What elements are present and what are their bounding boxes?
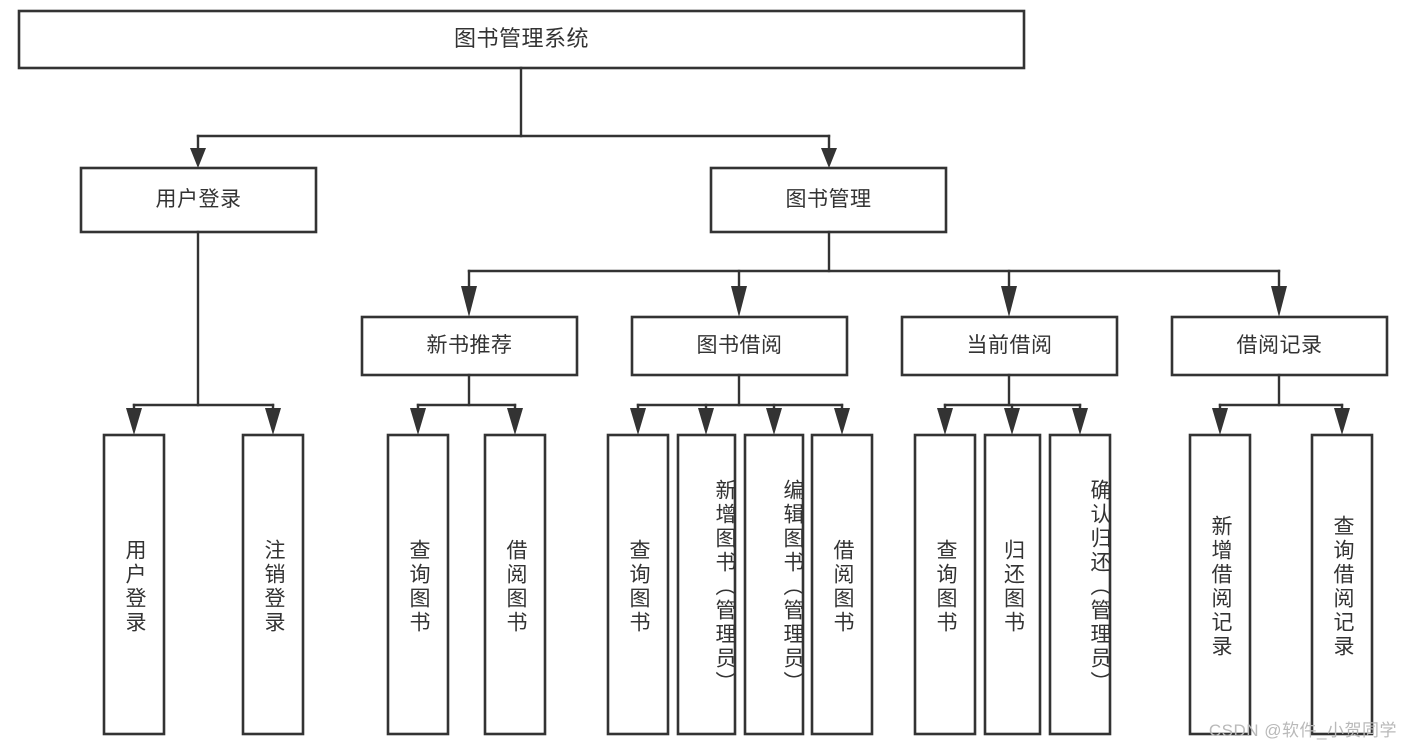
arrowhead-leaf-user-login	[126, 408, 142, 435]
arrowhead-leaf-query-book-3	[937, 408, 953, 435]
node-box-new-book-recommend[interactable]	[360, 315, 579, 377]
node-box-leaf-confirm-return[interactable]	[1048, 433, 1112, 736]
arrowhead-leaf-query-borrow-record	[1334, 408, 1350, 435]
node-box-root[interactable]	[17, 9, 1026, 70]
arrowhead-leaf-add-book	[698, 408, 714, 435]
arrowhead-leaf-query-book-2	[630, 408, 646, 435]
arrowhead-book-management	[821, 148, 837, 168]
arrowhead-leaf-edit-book	[766, 408, 782, 435]
node-box-leaf-query-borrow-record[interactable]	[1310, 433, 1374, 736]
arrowhead-new-book-recommend	[461, 286, 477, 317]
node-box-leaf-query-book-2[interactable]	[606, 433, 670, 736]
node-box-leaf-return-book[interactable]	[983, 433, 1042, 736]
node-box-borrow-record[interactable]	[1170, 315, 1389, 377]
arrowhead-book-borrow	[731, 286, 747, 317]
node-box-book-management[interactable]	[709, 166, 948, 234]
arrowhead-leaf-confirm-return	[1072, 408, 1088, 435]
arrowhead-leaf-return-book	[1004, 408, 1020, 435]
node-box-leaf-borrow-book-1[interactable]	[483, 433, 547, 736]
node-box-current-borrow[interactable]	[900, 315, 1119, 377]
arrowhead-leaf-borrow-book-1	[507, 408, 523, 435]
connector-edges	[126, 66, 1350, 435]
node-box-leaf-query-book-3[interactable]	[913, 433, 977, 736]
arrowhead-leaf-borrow-book-2	[834, 408, 850, 435]
csdn-watermark: CSDN @软件_小贺同学	[1208, 721, 1397, 740]
arrowhead-leaf-query-book-1	[410, 408, 426, 435]
arrowhead-current-borrow	[1001, 286, 1017, 317]
node-box-user-login[interactable]	[79, 166, 318, 234]
node-box-leaf-add-borrow-record[interactable]	[1188, 433, 1252, 736]
node-box-leaf-add-book[interactable]	[676, 433, 737, 736]
arrowhead-leaf-add-borrow-record	[1212, 408, 1228, 435]
node-box-leaf-query-book-1[interactable]	[386, 433, 450, 736]
node-boxes	[17, 9, 1389, 736]
node-box-leaf-edit-book[interactable]	[743, 433, 805, 736]
node-box-leaf-logout[interactable]	[241, 433, 305, 736]
arrowhead-user-login	[190, 148, 206, 168]
node-box-leaf-user-login[interactable]	[102, 433, 166, 736]
node-box-book-borrow[interactable]	[630, 315, 849, 377]
node-box-leaf-borrow-book-2[interactable]	[810, 433, 874, 736]
arrowhead-borrow-record	[1271, 286, 1287, 317]
arrowhead-leaf-logout	[265, 408, 281, 435]
